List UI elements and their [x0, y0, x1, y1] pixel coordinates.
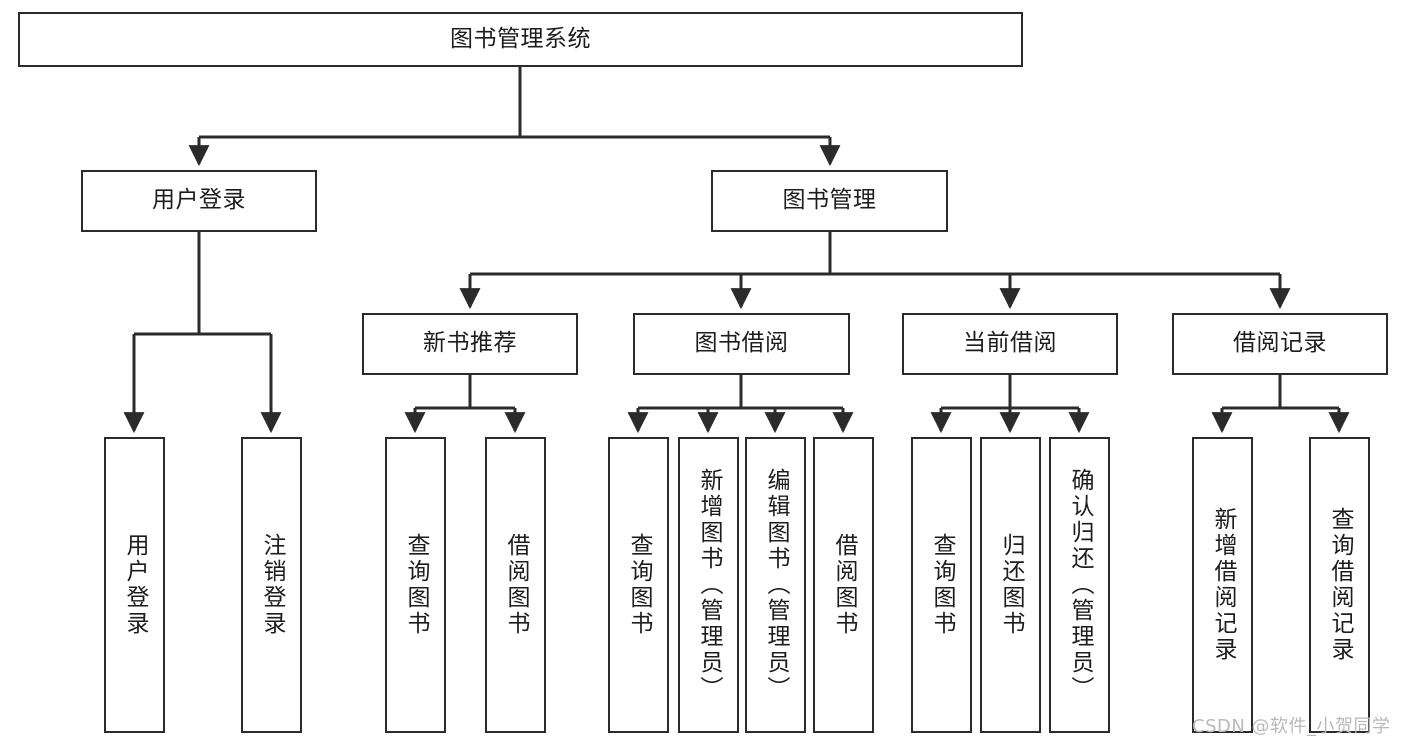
node-label: 借阅图书 — [503, 533, 529, 637]
leaf-borrow-books-new[interactable]: 借阅图书 — [485, 437, 546, 733]
node-label: 归还图书 — [998, 533, 1024, 637]
node-book-management[interactable]: 图书管理 — [711, 170, 948, 232]
node-label: 查询图书 — [929, 533, 955, 637]
node-label: 借阅图书 — [831, 533, 857, 637]
leaf-logout[interactable]: 注销登录 — [241, 437, 302, 733]
leaf-borrow-books[interactable]: 借阅图书 — [813, 437, 874, 733]
node-label: 确认归还（管理员） — [1067, 468, 1093, 702]
leaf-edit-book-admin[interactable]: 编辑图书（管理员） — [745, 437, 806, 733]
node-label: 借阅记录 — [1233, 330, 1327, 357]
node-borrowing-records[interactable]: 借阅记录 — [1172, 313, 1388, 375]
node-label: 新增借阅记录 — [1210, 507, 1236, 663]
node-user-login[interactable]: 用户登录 — [81, 170, 317, 232]
leaf-return-books[interactable]: 归还图书 — [980, 437, 1041, 733]
node-new-book-recommendation[interactable]: 新书推荐 — [362, 313, 578, 375]
node-label: 编辑图书（管理员） — [763, 468, 789, 702]
node-label: 新增图书（管理员） — [696, 468, 722, 702]
node-label: 图书管理 — [782, 187, 877, 214]
leaf-query-books-new[interactable]: 查询图书 — [385, 437, 446, 733]
node-label: 当前借阅 — [963, 330, 1057, 357]
node-label: 查询借阅记录 — [1327, 507, 1353, 663]
leaf-add-borrow-record[interactable]: 新增借阅记录 — [1192, 437, 1253, 733]
csdn-watermark: CSDN @软件_小贺同学 — [1192, 716, 1391, 737]
node-label: 新书推荐 — [423, 330, 517, 357]
node-label: 图书管理系统 — [450, 25, 591, 52]
node-book-borrowing[interactable]: 图书借阅 — [633, 313, 850, 375]
node-root-book-management-system[interactable]: 图书管理系统 — [18, 12, 1023, 67]
leaf-query-borrow-record[interactable]: 查询借阅记录 — [1309, 437, 1370, 733]
leaf-query-books-current[interactable]: 查询图书 — [911, 437, 972, 733]
node-label: 注销登录 — [259, 533, 285, 637]
node-label: 用户登录 — [122, 533, 148, 637]
node-label: 查询图书 — [403, 533, 429, 637]
leaf-confirm-return-admin[interactable]: 确认归还（管理员） — [1049, 437, 1110, 733]
leaf-query-books-borrow[interactable]: 查询图书 — [608, 437, 669, 733]
node-label: 用户登录 — [152, 187, 246, 214]
node-current-borrowing[interactable]: 当前借阅 — [902, 313, 1118, 375]
leaf-user-login[interactable]: 用户登录 — [104, 437, 165, 733]
leaf-add-book-admin[interactable]: 新增图书（管理员） — [678, 437, 739, 733]
node-label: 图书借阅 — [694, 330, 789, 357]
node-label: 查询图书 — [626, 533, 652, 637]
